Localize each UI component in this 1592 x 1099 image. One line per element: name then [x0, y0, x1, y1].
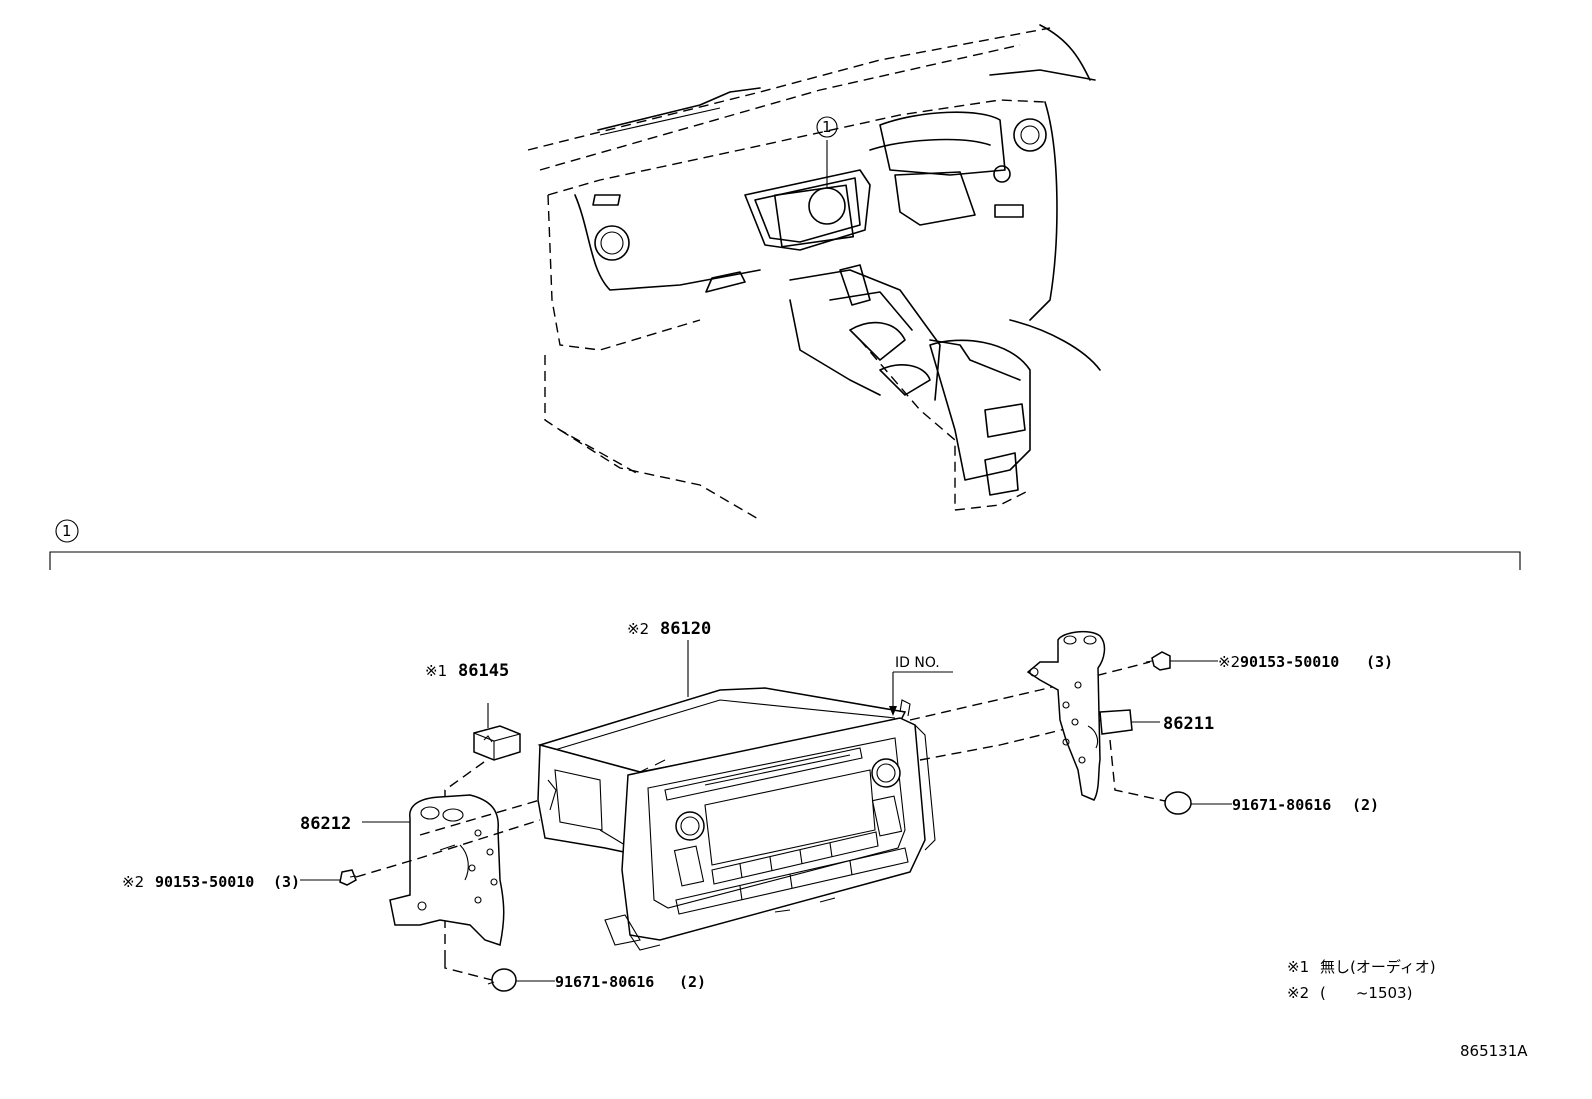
- svg-text:(2): (2): [1352, 796, 1379, 814]
- label-86212: 86212: [300, 814, 351, 834]
- label-clip-left: 91671-80616 (2): [555, 973, 706, 991]
- svg-text:※2: ※2: [122, 873, 144, 891]
- right-screw-part: [1145, 651, 1171, 671]
- dashed-right-lower: [919, 717, 1111, 761]
- right-bracket-part: [1026, 630, 1133, 801]
- label-86145: ※1 86145: [425, 661, 509, 681]
- left-screw-part: [339, 869, 357, 886]
- left-clip-part: [487, 968, 517, 992]
- svg-text:※1: ※1: [425, 662, 447, 680]
- leader-id-no: [892, 671, 953, 710]
- section-divider: [49, 551, 1521, 570]
- svg-text:※1: ※1: [1287, 958, 1309, 976]
- svg-text:(3): (3): [1366, 653, 1393, 671]
- section-callout-circle: [55, 519, 79, 543]
- svg-text:無し(オーディオ): 無し(オーディオ): [1320, 958, 1436, 976]
- label-86120: ※2 86120: [627, 619, 711, 639]
- figure-id: 865131A: [1460, 1042, 1528, 1060]
- svg-text:※2: ※2: [1218, 653, 1240, 671]
- svg-text:90153-50010: 90153-50010: [155, 873, 254, 891]
- label-screw-right: ※2 90153-50010 (3): [1218, 653, 1393, 671]
- id-no-arrow-icon: [889, 706, 897, 716]
- svg-text:(3): (3): [273, 873, 300, 891]
- label-screw-left: ※2 90153-50010 (3): [122, 873, 300, 891]
- dashed-right-upper: [909, 661, 1151, 721]
- dashed-clip-left: [444, 960, 493, 981]
- note-2: ※2 ( ~1503): [1287, 984, 1412, 1002]
- section-callout-number: 1: [62, 522, 72, 540]
- svg-text:86120: 86120: [660, 619, 711, 639]
- svg-text:( ~1503): ( ~1503): [1320, 984, 1412, 1002]
- svg-text:※2: ※2: [627, 620, 649, 638]
- note-1: ※1 無し(オーディオ): [1287, 958, 1436, 976]
- label-id-no: ID NO.: [895, 655, 940, 671]
- right-clip-part: [1159, 791, 1192, 815]
- label-clip-right: 91671-80616 (2): [1232, 796, 1379, 814]
- dashed-clip-right: [1109, 739, 1166, 802]
- audio-unit-part: [537, 687, 936, 951]
- svg-text:86145: 86145: [458, 661, 509, 681]
- svg-text:90153-50010: 90153-50010: [1240, 653, 1339, 671]
- dashboard-illustration: [527, 24, 1101, 521]
- svg-text:※2: ※2: [1287, 984, 1309, 1002]
- callout-number-top: 1: [822, 118, 832, 136]
- left-bracket-part: [389, 794, 505, 946]
- svg-text:91671-80616: 91671-80616: [555, 973, 654, 991]
- label-86211: 86211: [1163, 714, 1214, 734]
- svg-text:(2): (2): [679, 973, 706, 991]
- dashed-screw-left: [355, 819, 541, 878]
- svg-text:91671-80616: 91671-80616: [1232, 796, 1331, 814]
